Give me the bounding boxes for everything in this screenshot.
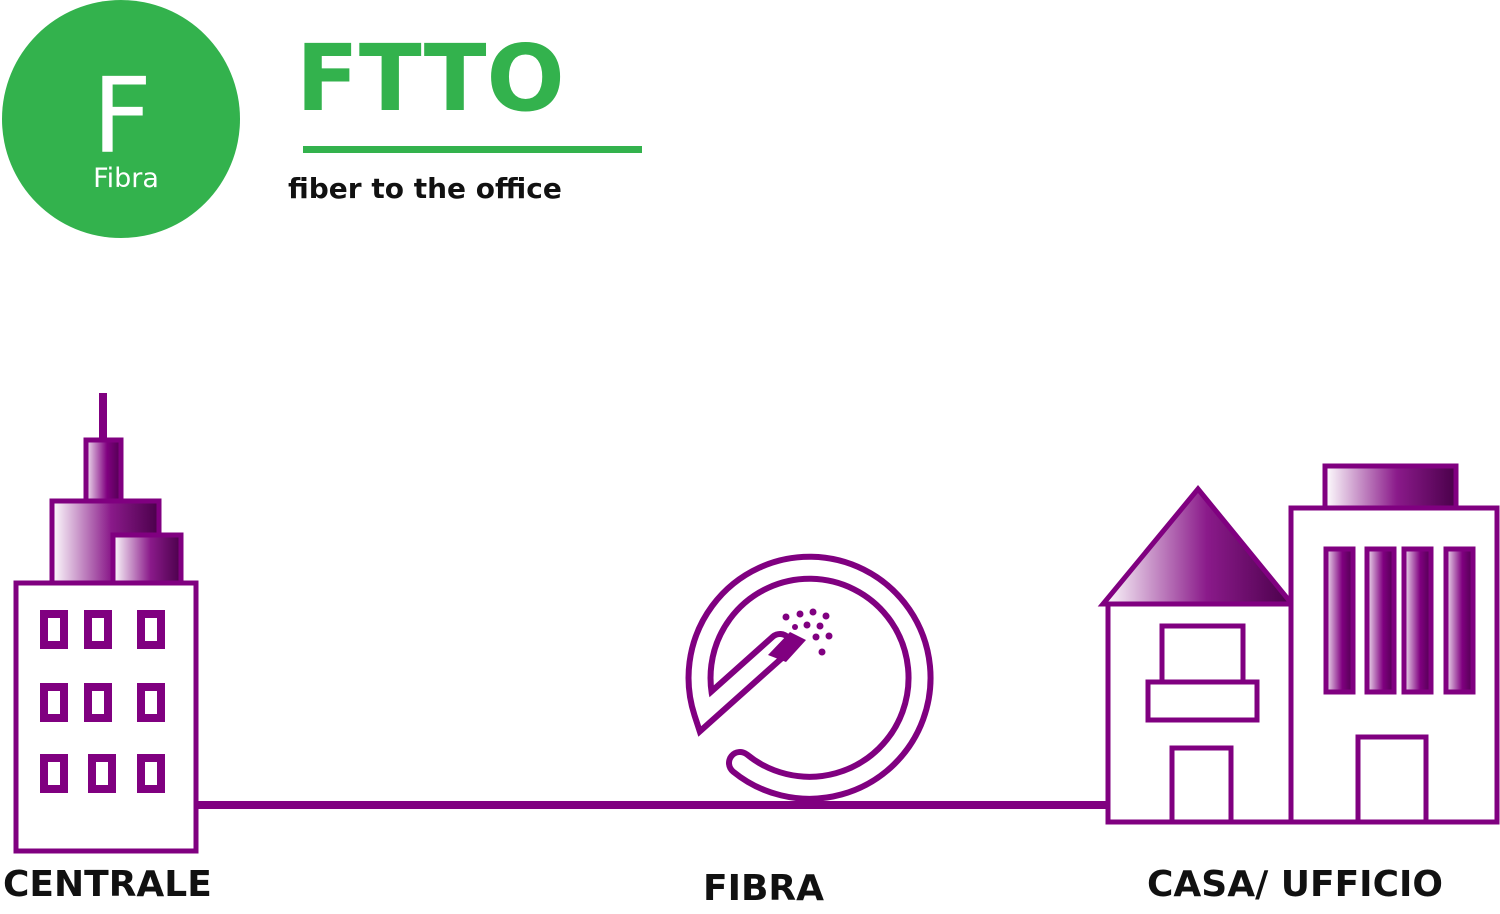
title-underline [303, 146, 642, 153]
tower-window [88, 754, 116, 793]
page-title: FTTO [296, 25, 565, 132]
node-label-fibra: FIBRA [703, 868, 824, 909]
office-tower-icon [13, 393, 199, 854]
tower-window [84, 610, 112, 649]
tower-window [137, 754, 165, 793]
tower-window [40, 683, 68, 722]
tower-window [84, 683, 112, 722]
fibra-logo: F Fibra [2, 0, 240, 238]
tower-window [40, 610, 68, 649]
tower-antenna [99, 393, 107, 441]
logo-circle [2, 0, 240, 238]
fiber-optic-cable-icon [685, 553, 934, 802]
house-and-office-icon [1097, 463, 1500, 825]
tower-window [137, 610, 165, 649]
house-roof [1097, 485, 1298, 607]
house-door [1169, 745, 1234, 825]
office-window [1443, 546, 1476, 695]
office-door [1355, 734, 1429, 825]
logo-caption: Fibra [93, 163, 159, 194]
tower-window [137, 683, 165, 722]
page-subtitle: fiber to the office [288, 172, 562, 205]
fiber-connection-line [198, 801, 1108, 809]
tower-side-block [110, 532, 184, 586]
node-label-centrale: CENTRALE [3, 864, 212, 905]
office-roof-block [1322, 463, 1459, 511]
house-balcony [1145, 679, 1260, 723]
fiber-cable-tip [768, 632, 806, 662]
node-label-casa-ufficio: CASA/ UFFICIO [1147, 864, 1443, 905]
office-window [1364, 546, 1397, 695]
fiber-light-dots [782, 608, 833, 656]
tower-top-block [83, 437, 124, 505]
tower-window [40, 754, 68, 793]
fiber-cable-loop-inner [691, 559, 928, 796]
logo-letter: F [92, 55, 152, 177]
office-window [1323, 546, 1356, 695]
house-window [1159, 623, 1246, 685]
office-window [1401, 546, 1434, 695]
header: FTTO fiber to the office [288, 25, 642, 205]
